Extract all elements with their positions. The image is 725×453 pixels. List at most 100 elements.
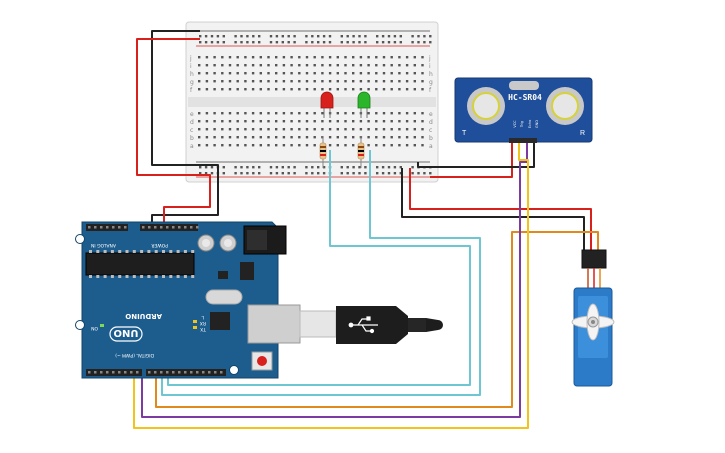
wire-purple-sensor-echo bbox=[141, 143, 528, 418]
breadboard-hole bbox=[352, 64, 355, 67]
arduino-uno-board[interactable]: ARDUINO UNO POWER ANALOG IN DIGITAL (PWM… bbox=[75, 221, 287, 379]
breadboard-hole bbox=[205, 144, 209, 147]
breadboard-hole bbox=[305, 72, 309, 75]
breadboard-hole bbox=[398, 88, 401, 91]
chip-leg bbox=[118, 275, 122, 278]
breadboard-hole bbox=[413, 88, 416, 91]
row-letter: d bbox=[190, 119, 194, 126]
servo-motor[interactable] bbox=[571, 249, 615, 387]
breadboard-hole bbox=[210, 35, 214, 38]
breadboard-hole bbox=[259, 72, 262, 75]
breadboard-hole bbox=[244, 136, 247, 139]
breadboard-hole bbox=[205, 80, 209, 83]
breadboard-hole bbox=[364, 41, 367, 44]
chip-leg bbox=[125, 275, 129, 278]
breadboard-hole bbox=[413, 72, 416, 75]
breadboard-hole bbox=[346, 35, 349, 38]
resistor-red[interactable] bbox=[319, 136, 327, 168]
breadboard-hole bbox=[381, 35, 385, 38]
breadboard-hole bbox=[336, 56, 339, 59]
breadboard-hole bbox=[251, 112, 255, 115]
breadboard-hole bbox=[421, 144, 424, 147]
breadboard-hole bbox=[367, 72, 370, 75]
chip-leg bbox=[147, 275, 151, 278]
breadboard-hole bbox=[204, 41, 208, 44]
breadboard-hole bbox=[313, 80, 316, 83]
usb-cable bbox=[247, 304, 443, 344]
breadboard-hole bbox=[275, 172, 279, 175]
breadboard-hole bbox=[344, 112, 347, 115]
breadboard-hole bbox=[421, 120, 424, 123]
wire-black-servo bbox=[401, 168, 585, 252]
breadboard-hole bbox=[313, 128, 316, 131]
breadboard-hole bbox=[251, 128, 255, 131]
power-label: POWER bbox=[151, 242, 168, 248]
ultrasonic-sensor[interactable]: HC-SR04 T R VCC Trig Echo GND bbox=[454, 77, 593, 143]
breadboard-hole bbox=[411, 166, 414, 169]
breadboard-hole bbox=[244, 72, 247, 75]
breadboard-hole bbox=[293, 166, 296, 169]
breadboard-hole bbox=[382, 128, 386, 131]
header-pin bbox=[190, 371, 193, 374]
breadboard-hole bbox=[305, 64, 309, 67]
breadboard-hole bbox=[393, 41, 397, 44]
breadboard-hole bbox=[382, 88, 386, 91]
breadboard-hole bbox=[328, 128, 332, 131]
chip-legs bbox=[89, 250, 195, 278]
breadboard-hole bbox=[405, 120, 409, 123]
breadboard-hole bbox=[376, 41, 379, 44]
breadboard-hole bbox=[367, 128, 370, 131]
breadboard-hole bbox=[367, 144, 370, 147]
breadboard-hole bbox=[275, 120, 278, 123]
breadboard-hole bbox=[405, 136, 409, 139]
breadboard-hole bbox=[267, 88, 270, 91]
header-pin bbox=[178, 371, 181, 374]
breadboard-hole bbox=[328, 56, 332, 59]
chip-leg bbox=[103, 275, 107, 278]
chip-leg bbox=[89, 250, 92, 253]
breadboard-hole bbox=[399, 166, 402, 169]
breadboard-hole bbox=[213, 88, 216, 91]
breadboard-hole bbox=[352, 136, 355, 139]
header-pin bbox=[124, 371, 127, 374]
chip-leg bbox=[191, 250, 195, 253]
breadboard-hole bbox=[328, 120, 332, 123]
breadboard-hole bbox=[205, 64, 209, 67]
chip-leg bbox=[183, 275, 187, 278]
breadboard-hole bbox=[221, 88, 224, 91]
breadboard-hole bbox=[244, 88, 247, 91]
header-pin bbox=[184, 371, 187, 374]
chip-leg bbox=[125, 250, 129, 253]
chip-leg bbox=[154, 275, 158, 278]
breadboard-hole bbox=[358, 166, 361, 169]
breadboard-hole bbox=[344, 88, 347, 91]
breadboard-hole bbox=[336, 120, 339, 123]
breadboard-hole bbox=[375, 128, 378, 131]
breadboard-hole bbox=[282, 72, 286, 75]
breadboard-hole bbox=[198, 56, 201, 59]
header-pin bbox=[172, 371, 175, 374]
header-pin bbox=[94, 226, 97, 229]
red-led[interactable] bbox=[320, 91, 334, 118]
breadboard-hole bbox=[251, 72, 255, 75]
breadboard-hole bbox=[282, 128, 286, 131]
chip-leg bbox=[183, 250, 187, 253]
breadboard-hole bbox=[321, 136, 324, 139]
breadboard-hole bbox=[311, 172, 314, 175]
breadboard-hole bbox=[199, 166, 202, 169]
breadboard-hole bbox=[352, 128, 355, 131]
breadboard-hole bbox=[221, 112, 224, 115]
breadboard-hole bbox=[328, 35, 332, 38]
header-pin bbox=[106, 371, 109, 374]
breadboard-hole bbox=[305, 56, 309, 59]
resistor-green[interactable] bbox=[357, 136, 365, 168]
breadboard-hole bbox=[364, 166, 367, 169]
row-letter: f bbox=[429, 87, 432, 94]
row-letter: c bbox=[190, 127, 193, 134]
breadboard-hole bbox=[313, 136, 316, 139]
wire-orange-servo-signal bbox=[155, 231, 599, 408]
breadboard-hole bbox=[298, 64, 301, 67]
header-pin bbox=[112, 226, 115, 229]
breadboard-hole bbox=[246, 35, 249, 38]
green-led[interactable] bbox=[357, 91, 371, 118]
